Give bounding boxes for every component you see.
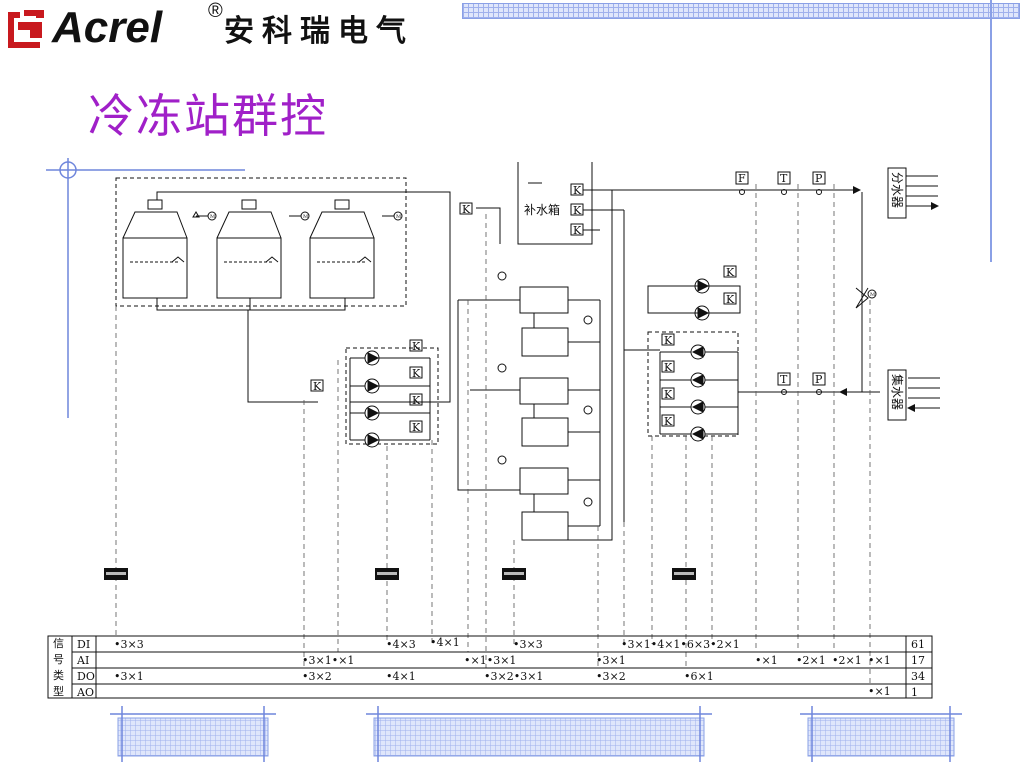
k-label: K bbox=[573, 184, 582, 197]
table-cell: •3×1•×1 bbox=[302, 654, 354, 667]
makeup-water-tank bbox=[459, 162, 624, 245]
k-label: K bbox=[412, 340, 421, 353]
footer-hatch-bands bbox=[110, 706, 962, 762]
table-cell: •×1•3×1 bbox=[464, 654, 516, 667]
row-total: 34 bbox=[911, 670, 925, 683]
acrel-logo-icon bbox=[8, 10, 44, 48]
table-cell: •2×1 bbox=[796, 654, 826, 667]
k-label: K bbox=[726, 266, 735, 279]
header-hatch-tick bbox=[990, 0, 992, 262]
row-total: 61 bbox=[911, 638, 925, 651]
signal-table bbox=[47, 635, 933, 699]
chiller-plant-diagram: 补水箱 分水器 集水器 K K K K K K K K K K K K K K … bbox=[46, 158, 962, 762]
chilled-water-pumps bbox=[624, 265, 862, 442]
k-label: K bbox=[726, 293, 735, 306]
table-cell: •×1 bbox=[868, 685, 891, 698]
tank-label: 补水箱 bbox=[524, 202, 560, 217]
sensor-labels: F T P T P bbox=[738, 172, 823, 386]
table-cell: •3×2 bbox=[302, 670, 332, 683]
table-cell: •3×1 bbox=[114, 670, 144, 683]
k-label: K bbox=[412, 421, 421, 434]
k-label: K bbox=[573, 224, 582, 237]
table-cell: •3×2•3×1 bbox=[484, 670, 543, 683]
table-header-char: 类 bbox=[53, 668, 64, 682]
registered-mark: ® bbox=[208, 0, 223, 22]
table-cell: •×1 bbox=[755, 654, 778, 667]
table-cell: •3×3 bbox=[114, 638, 144, 651]
table-header-char: 型 bbox=[53, 684, 64, 698]
k-label: K bbox=[313, 380, 322, 393]
t-sensor-label: T bbox=[780, 172, 788, 185]
cooling-tower-3 bbox=[309, 199, 375, 299]
k-label: K bbox=[573, 204, 582, 217]
m-label: M bbox=[396, 214, 401, 220]
m-label: M bbox=[870, 292, 875, 298]
table-cell: •3×1•4×1•6×3•2×1 bbox=[621, 638, 740, 651]
supply-header-label: 分水器 bbox=[890, 172, 904, 208]
table-cell: •3×1 bbox=[596, 654, 626, 667]
f-sensor-label: F bbox=[738, 172, 746, 185]
p-sensor-label: P bbox=[815, 172, 823, 185]
controllers bbox=[104, 568, 696, 580]
row-type-ao: AO bbox=[76, 686, 94, 699]
cooling-water-pumps bbox=[310, 339, 439, 448]
cooling-tower-1 bbox=[122, 199, 188, 299]
crosshair-decor bbox=[46, 158, 245, 418]
table-cell: •6×1 bbox=[684, 670, 714, 683]
headers bbox=[612, 167, 940, 421]
table-cell: •4×1 bbox=[386, 670, 416, 683]
k-label: K bbox=[664, 361, 673, 374]
cooling-towers bbox=[115, 177, 451, 403]
row-type-ai: AI bbox=[76, 654, 89, 667]
row-type-do: DO bbox=[77, 670, 95, 683]
row-total: 1 bbox=[911, 686, 918, 699]
chillers bbox=[457, 189, 840, 541]
valve-k-labels: K K K K K K K K K K K K K K K bbox=[313, 184, 735, 434]
table-cell: •3×2 bbox=[596, 670, 626, 683]
signal-lines bbox=[115, 184, 871, 686]
m-label: M bbox=[303, 214, 308, 220]
table-cell: •2×1 bbox=[832, 654, 862, 667]
k-label: K bbox=[664, 334, 673, 347]
k-label: K bbox=[412, 367, 421, 380]
table-cell: •4×1 bbox=[430, 636, 460, 649]
header-hatch-band bbox=[462, 3, 1020, 19]
k-label: K bbox=[412, 394, 421, 407]
k-label: K bbox=[664, 415, 673, 428]
table-cell: •3×3 bbox=[513, 638, 543, 651]
brand-name-cn: 安科瑞电气 bbox=[224, 14, 414, 49]
return-header-label: 集水器 bbox=[890, 374, 905, 410]
k-label: K bbox=[664, 388, 673, 401]
m-label: M bbox=[210, 214, 215, 220]
table-cell: •×1 bbox=[868, 654, 891, 667]
signal-table-text: 信 号 类 型 DI AI DO AO •3×3 •4×3 •4×1 •3×3 … bbox=[53, 636, 925, 699]
brand-name: Acrel bbox=[52, 3, 163, 52]
table-header-char: 号 bbox=[53, 653, 64, 666]
page-title: 冷冻站群控 bbox=[88, 89, 328, 143]
row-type-di: DI bbox=[77, 638, 90, 651]
table-cell: •4×3 bbox=[386, 638, 416, 651]
table-header-char: 信 bbox=[53, 637, 64, 650]
t-sensor-label: T bbox=[780, 373, 788, 386]
row-total: 17 bbox=[911, 654, 925, 667]
motor-labels: M M M M bbox=[210, 214, 875, 298]
k-label: K bbox=[462, 203, 471, 216]
cooling-tower-2 bbox=[216, 199, 282, 299]
p-sensor-label: P bbox=[815, 373, 823, 386]
